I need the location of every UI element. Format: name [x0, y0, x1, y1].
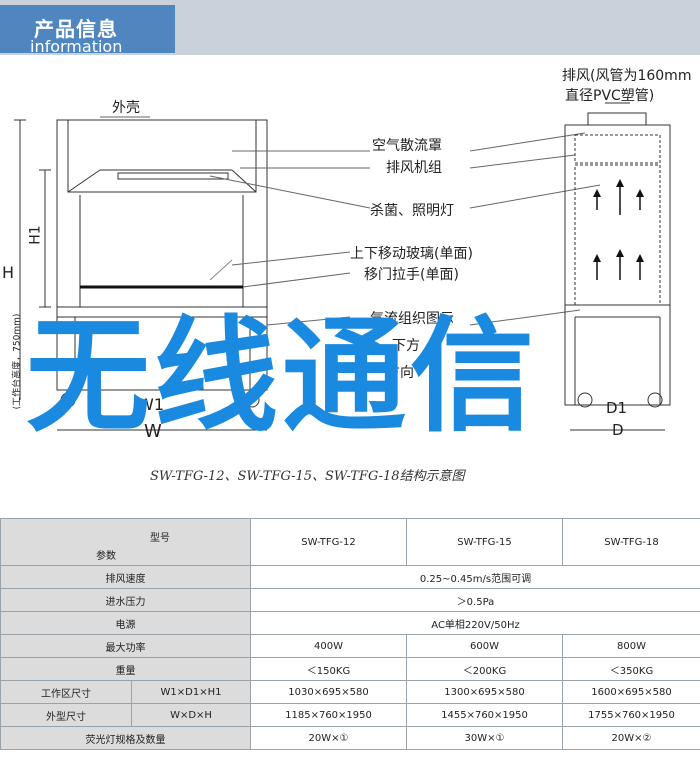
label-w: W: [144, 421, 162, 442]
leader-handle: [242, 272, 351, 288]
label-lower-a: 下方: [392, 338, 420, 354]
label-uv-light: 杀菌、照明灯: [370, 203, 454, 219]
diagram-caption: SW-TFG-12、SW-TFG-15、SW-TFG-18结构示意图: [150, 469, 465, 484]
side-cabinet: [564, 124, 671, 406]
label-w1: W1: [138, 395, 164, 414]
value-cell: ＜200KG: [406, 657, 563, 681]
model-header: SW-TFG-12: [250, 518, 407, 566]
value-cell: ＜350KG: [562, 657, 700, 681]
model-header: SW-TFG-15: [406, 518, 563, 566]
section-header: 产品信息 information: [0, 0, 700, 56]
side-top-box: [574, 134, 661, 164]
front-light-bar: [117, 172, 229, 180]
value-cell: 400W: [250, 634, 407, 658]
label-d: D: [612, 421, 624, 439]
param-name-cell: 进水压力: [0, 588, 251, 612]
spec-table-body: 型号 参数 SW-TFG-12 SW-TFG-15 SW-TFG-18 排风速度…: [0, 518, 700, 750]
value-cell: 800W: [562, 634, 700, 658]
label-dim-h1: H1: [27, 225, 44, 245]
label-lower-b: 方向: [386, 365, 414, 381]
spec-corner-cell: 型号 参数: [0, 518, 251, 566]
spec-table: 型号 参数 SW-TFG-12 SW-TFG-15 SW-TFG-18 排风速度…: [0, 518, 700, 750]
value-cell: 1600×695×580: [562, 680, 700, 704]
value-cell: 1300×695×580: [406, 680, 563, 704]
value-cell: 600W: [406, 634, 563, 658]
label-airflow: 气流组织图示: [370, 311, 454, 327]
value-cell: 20W×②: [562, 726, 700, 750]
param-name-cell: 外型尺寸: [0, 703, 132, 727]
corner-model-label: 型号: [150, 533, 170, 544]
value-cell: AC单相220V/50Hz: [250, 611, 700, 635]
param-name-cell: 荧光灯规格及数量: [0, 726, 251, 750]
label-exhaust-pipe-2: 直径PVC塑管): [565, 88, 655, 104]
label-exhaust-unit: 排风机组: [386, 160, 442, 176]
param-name-cell: 最大功率: [0, 634, 251, 658]
param-name-cell: 排风速度: [0, 565, 251, 589]
airflow-arrows: [596, 185, 641, 280]
label-sliding-glass: 上下移动玻璃(单面): [350, 246, 473, 262]
spec-row: 重量＜150KG＜200KG＜350KG: [0, 657, 700, 681]
value-cell: 30W×①: [406, 726, 563, 750]
leader-airflow-left: [266, 316, 351, 326]
param-sub-cell: W1×D1×H1: [131, 680, 251, 704]
front-top-slant: [67, 169, 101, 193]
label-shell: 外壳: [112, 100, 140, 116]
side-wheel-right: [647, 392, 663, 408]
value-cell: ＜150KG: [250, 657, 407, 681]
label-diffuser: 空气散流罩: [372, 138, 442, 154]
param-name-cell: 电源: [0, 611, 251, 635]
spec-header-row: 型号 参数 SW-TFG-12 SW-TFG-15 SW-TFG-18: [0, 518, 700, 566]
value-cell: ＞0.5Pa: [250, 588, 700, 612]
front-wheel-left: [60, 392, 76, 408]
label-door-handle: 移门拉手(单面): [364, 267, 459, 283]
front-top-box: [67, 119, 257, 193]
model-header: SW-TFG-18: [562, 518, 700, 566]
watermark-text: 无线通信: [26, 305, 539, 449]
leader-uv: [209, 175, 371, 209]
spec-row: 进水压力＞0.5Pa: [0, 588, 700, 612]
param-name-cell: 工作区尺寸: [0, 680, 132, 704]
corner-param-label: 参数: [96, 551, 116, 562]
value-cell: 1030×695×580: [250, 680, 407, 704]
value-cell: 20W×①: [250, 726, 407, 750]
label-exhaust-pipe-1: 排风(风管为160mm: [562, 68, 692, 84]
label-side-note: (工作台高度，750mm): [12, 313, 23, 410]
label-dim-h: H: [2, 263, 15, 282]
side-wheel-left: [577, 392, 593, 408]
structure-diagram: 外壳 H H1 (工作台高度，750mm) 空气散流罩 排风机组 杀菌、照明灯 …: [0, 55, 700, 510]
front-glass-diagonal: [209, 259, 233, 281]
leader-glass: [231, 251, 351, 266]
diagram-drawing: [14, 102, 671, 431]
value-cell: 1755×760×1950: [562, 703, 700, 727]
header-title-en: information: [30, 37, 123, 56]
header-title-cn: 产品信息: [34, 17, 118, 41]
front-wheel-right: [244, 392, 260, 408]
value-cell: 0.25~0.45m/s范围可调: [250, 565, 700, 589]
label-d1: D1: [606, 399, 628, 417]
param-sub-cell: W×D×H: [131, 703, 251, 727]
header-badge: 产品信息 information: [0, 5, 175, 56]
side-exhaust-pipe: [587, 112, 647, 126]
value-cell: 1455×760×1950: [406, 703, 563, 727]
param-name-cell: 重量: [0, 657, 251, 681]
value-cell: 1185×760×1950: [250, 703, 407, 727]
